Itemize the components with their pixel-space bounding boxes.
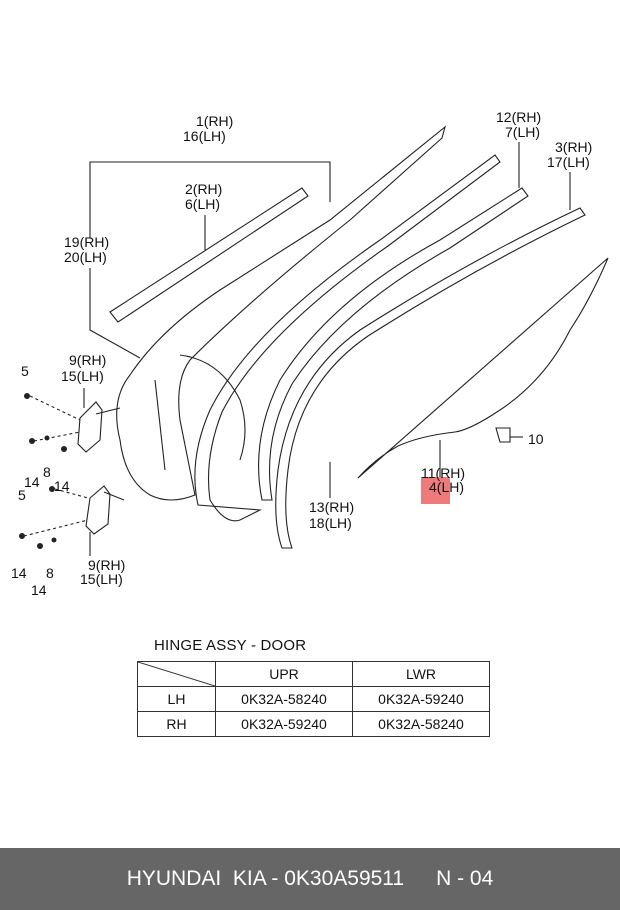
callout-1-lh: 16(LH) <box>183 128 226 144</box>
upper-hinge <box>77 401 103 453</box>
glass-clip <box>495 427 511 443</box>
weatherstrip-outer <box>275 207 586 549</box>
footer-bar: HYUNDAI KIA - 0K30A59511 N - 04 <box>0 848 620 910</box>
callout-11-lh: 4(LH) <box>429 479 464 495</box>
highlight-marker <box>421 477 450 504</box>
callout-2-rh: 2(RH) <box>185 181 222 197</box>
part-number-cell: 0K32A-58240 <box>352 711 490 737</box>
callout-13-rh: 13(RH) <box>309 499 354 515</box>
table-row: RH 0K32A-59240 0K32A-58240 <box>137 711 490 737</box>
callout-14-b: 14 <box>54 478 70 494</box>
door-exploded-diagram: 1(RH) 16(LH) 2(RH) 6(LH) 19(RH) 20(LH) 1… <box>11 109 609 598</box>
callout-5-upper: 5 <box>21 363 29 379</box>
panel-bracket <box>89 161 331 238</box>
hinge-table-caption: HINGE ASSY - DOOR <box>154 637 307 654</box>
run-channel <box>258 187 529 501</box>
door-glass <box>357 257 609 479</box>
bolt-icon <box>19 393 67 549</box>
callout-14-c: 14 <box>11 565 27 581</box>
footer-brand: HYUNDAI KIA - 0K30A59511 <box>126 867 405 890</box>
col-header-lwr: LWR <box>352 661 490 687</box>
callout-8-lower: 8 <box>46 565 54 581</box>
belt-moulding <box>109 187 309 323</box>
callout-10: 10 <box>528 431 544 447</box>
table-row: LH 0K32A-58240 0K32A-59240 <box>137 686 490 712</box>
callout-3-rh: 3(RH) <box>555 139 592 155</box>
col-header-upr: UPR <box>215 661 353 687</box>
part-number-cell: 0K32A-59240 <box>215 711 353 737</box>
callout-9b-lh: 15(LH) <box>80 571 123 587</box>
lower-hinge <box>85 485 111 535</box>
callout-5-lower: 5 <box>18 487 26 503</box>
callout-12-lh: 7(LH) <box>505 124 540 140</box>
table-header-row: UPR LWR <box>137 661 490 687</box>
callout-9a-rh: 9(RH) <box>69 352 106 368</box>
callout-19-lh: 20(LH) <box>64 249 107 265</box>
footer-code: N - 04 <box>436 867 494 890</box>
callout-3-lh: 17(LH) <box>547 154 590 170</box>
part-number-cell: 0K32A-58240 <box>215 686 353 712</box>
callout-19-rh: 19(RH) <box>64 234 109 250</box>
table-corner-cell <box>137 661 216 687</box>
callout-14-a: 14 <box>24 474 40 490</box>
hinge-table: UPR LWR LH 0K32A-58240 0K32A-59240 RH 0K… <box>137 661 490 737</box>
callout-12-rh: 12(RH) <box>496 109 541 125</box>
callout-14-d: 14 <box>31 582 47 598</box>
part-number-cell: 0K32A-59240 <box>352 686 490 712</box>
row-side: LH <box>137 686 216 712</box>
callout-9a-lh: 15(LH) <box>61 368 104 384</box>
row-side: RH <box>137 711 216 737</box>
callout-8-upper: 8 <box>43 464 51 480</box>
callout-9b-rh: 9(RH) <box>88 557 125 573</box>
door-frame-weatherstrip <box>194 154 501 522</box>
callout-1-rh: 1(RH) <box>196 113 233 129</box>
door-panel <box>116 125 446 501</box>
callout-13-lh: 18(LH) <box>309 515 352 531</box>
callout-11-rh: 11(RH) <box>421 465 465 481</box>
callout-2-lh: 6(LH) <box>185 196 220 212</box>
